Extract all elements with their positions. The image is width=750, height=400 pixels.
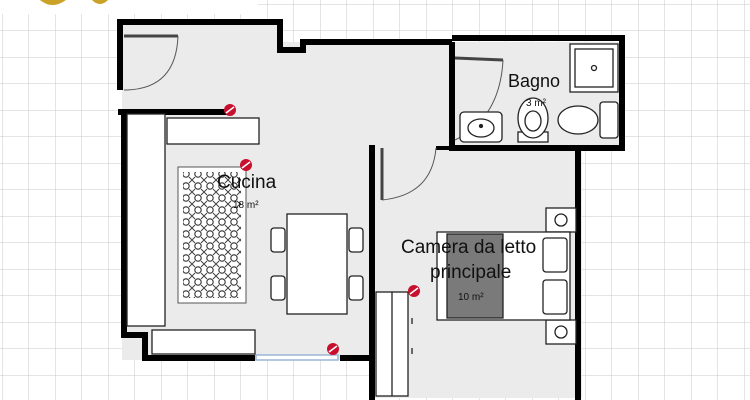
bedroom-area: 10 m²	[458, 292, 484, 303]
dining-table	[270, 213, 364, 315]
bidet	[517, 97, 549, 143]
marker-icon	[327, 343, 339, 355]
bedroom-name-line1: Camera da letto	[401, 237, 537, 258]
bedroom-name-line2: principale	[430, 262, 512, 283]
toilet	[557, 101, 619, 139]
bed	[436, 231, 571, 321]
marker-icon	[408, 285, 420, 297]
bathroom-name: Bagno	[508, 71, 561, 91]
shower	[569, 43, 619, 93]
logo-bar	[0, 0, 258, 14]
logo-icon	[40, 0, 108, 5]
nightstand-top	[545, 207, 577, 233]
bathroom-area: 3 m²	[526, 98, 546, 109]
wardrobe	[375, 291, 413, 397]
kitchen-window	[255, 354, 339, 361]
nightstand-bottom	[545, 319, 577, 345]
rug	[177, 166, 247, 304]
kitchen-name: Cucina	[217, 172, 277, 193]
marker-icons	[224, 104, 420, 355]
entrance-door	[123, 34, 179, 91]
marker-icon	[224, 104, 236, 116]
kitchen-counters	[126, 113, 260, 355]
kitchen-area: 18 m²	[233, 200, 259, 211]
sink	[459, 111, 503, 143]
bedroom-door	[380, 147, 437, 201]
marker-icon	[240, 159, 252, 171]
